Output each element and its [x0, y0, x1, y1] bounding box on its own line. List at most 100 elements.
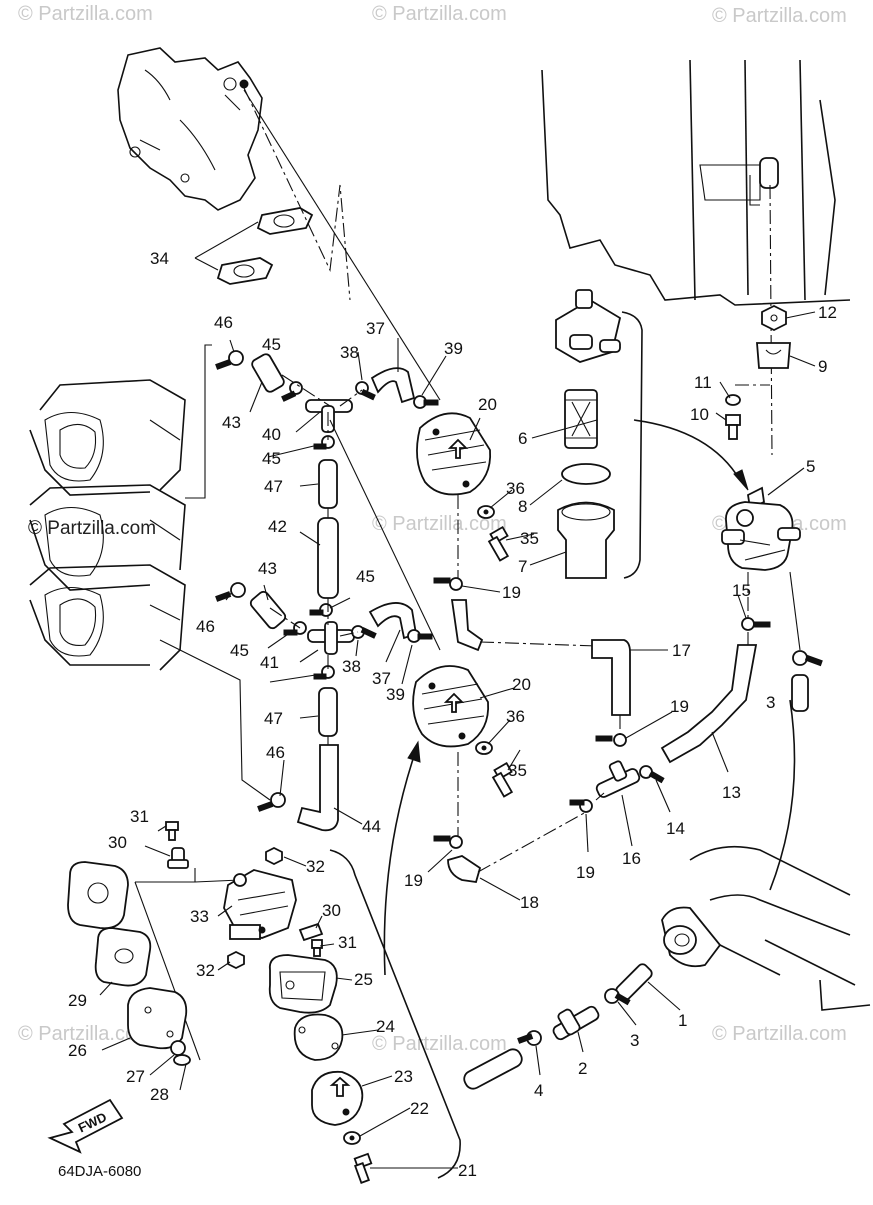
watermark: © Partzilla.com	[712, 5, 847, 27]
callout: 13	[722, 783, 741, 802]
callout: 3	[630, 1031, 639, 1050]
bolt-part	[725, 414, 741, 440]
hose-long	[317, 517, 339, 599]
pump-diaphragm-plate	[268, 954, 338, 1014]
washer-part	[475, 741, 493, 755]
callout: 47	[264, 709, 283, 728]
cross-joint	[307, 621, 355, 655]
callout: 47	[264, 477, 283, 496]
fitting-part	[167, 847, 189, 869]
callout: 21	[458, 1161, 477, 1180]
callout: 5	[806, 457, 815, 476]
l-hose	[296, 744, 339, 832]
hose-clip	[604, 988, 631, 1006]
hose-clip	[792, 650, 823, 667]
callout: 38	[342, 657, 361, 676]
callout: 36	[506, 707, 525, 726]
callout: 34	[150, 249, 169, 268]
callout: 37	[372, 669, 391, 688]
callout: 25	[354, 970, 373, 989]
callout: 14	[666, 819, 685, 838]
callout: 45	[262, 449, 281, 468]
callout: 44	[362, 817, 381, 836]
callout: 45	[356, 567, 375, 586]
hose-clip	[215, 582, 246, 602]
screw-part	[311, 939, 323, 957]
pump-cover	[311, 1070, 364, 1126]
hose-medium	[318, 687, 338, 737]
hose-clip	[639, 765, 665, 784]
callout: 46	[196, 617, 215, 636]
callout: 40	[262, 425, 281, 444]
hose-clip	[407, 629, 433, 643]
screw-part	[165, 821, 179, 841]
hose-clip	[313, 665, 335, 680]
watermark: © Partzilla.com	[372, 1033, 507, 1055]
watermark-layer: © Partzilla.com © Partzilla.com © Partzi…	[18, 3, 847, 1055]
hose-clip	[355, 381, 376, 401]
washer-part	[477, 505, 495, 519]
callout: 19	[502, 583, 521, 602]
nut-part	[265, 846, 283, 866]
washer-part	[725, 394, 741, 406]
callout: 42	[268, 517, 287, 536]
hose-medium	[318, 459, 338, 509]
hose-clip	[569, 799, 593, 813]
nut-part	[227, 950, 245, 970]
forward-direction-arrow: FWD	[47, 1098, 124, 1154]
clamp-part	[756, 342, 791, 369]
screw-part	[353, 1152, 373, 1184]
hose-clip	[433, 835, 463, 849]
callout: 27	[126, 1067, 145, 1086]
callout: 33	[190, 907, 209, 926]
callout: 32	[306, 857, 325, 876]
callout: 11	[694, 373, 712, 392]
hose-clip	[281, 381, 303, 402]
elbow-hose	[368, 602, 418, 640]
callout: 35	[508, 761, 527, 780]
diagram-code: 64DJA-6080	[58, 1163, 141, 1180]
elbow-hose	[447, 855, 482, 884]
callout: 6	[518, 429, 527, 448]
callout: 20	[478, 395, 497, 414]
washer-part	[343, 1131, 361, 1145]
callout: 7	[518, 557, 527, 576]
callout: 43	[258, 559, 277, 578]
callout: 2	[578, 1059, 587, 1078]
hose-long	[463, 1048, 523, 1090]
pump-cover-small	[127, 987, 188, 1050]
hose-short	[249, 590, 287, 630]
watermark: © Partzilla.com	[18, 3, 153, 25]
callout: 29	[68, 991, 87, 1010]
gasket-plate	[67, 861, 129, 930]
filter-cup	[557, 501, 615, 579]
callout: 9	[818, 357, 827, 376]
callout: 22	[410, 1099, 429, 1118]
watermark: © Partzilla.com	[18, 1023, 153, 1045]
callout: 46	[214, 313, 233, 332]
callout: 18	[520, 893, 539, 912]
fuel-pump-lower	[412, 665, 490, 748]
callout: 38	[340, 343, 359, 362]
gasket-upper	[256, 207, 314, 235]
callout: 12	[818, 303, 837, 322]
hose-clip	[433, 577, 463, 591]
callout: 19	[576, 863, 595, 882]
fuel-pump-upper	[416, 412, 492, 496]
callout: 30	[108, 833, 127, 852]
callout: 30	[322, 901, 341, 920]
fitting-part	[298, 922, 324, 942]
callout: 4	[534, 1081, 543, 1100]
callout: 39	[386, 685, 405, 704]
callout: 31	[338, 933, 357, 952]
joint-connector	[552, 1005, 600, 1041]
nut-part	[761, 304, 787, 332]
hose-clip	[517, 1030, 542, 1046]
callout: 8	[518, 497, 527, 516]
callout: 16	[622, 849, 641, 868]
hose-clip	[309, 603, 333, 617]
callout: 26	[68, 1041, 87, 1060]
l-hose	[591, 639, 631, 716]
callout: 24	[376, 1017, 395, 1036]
callout: 35	[520, 529, 539, 548]
